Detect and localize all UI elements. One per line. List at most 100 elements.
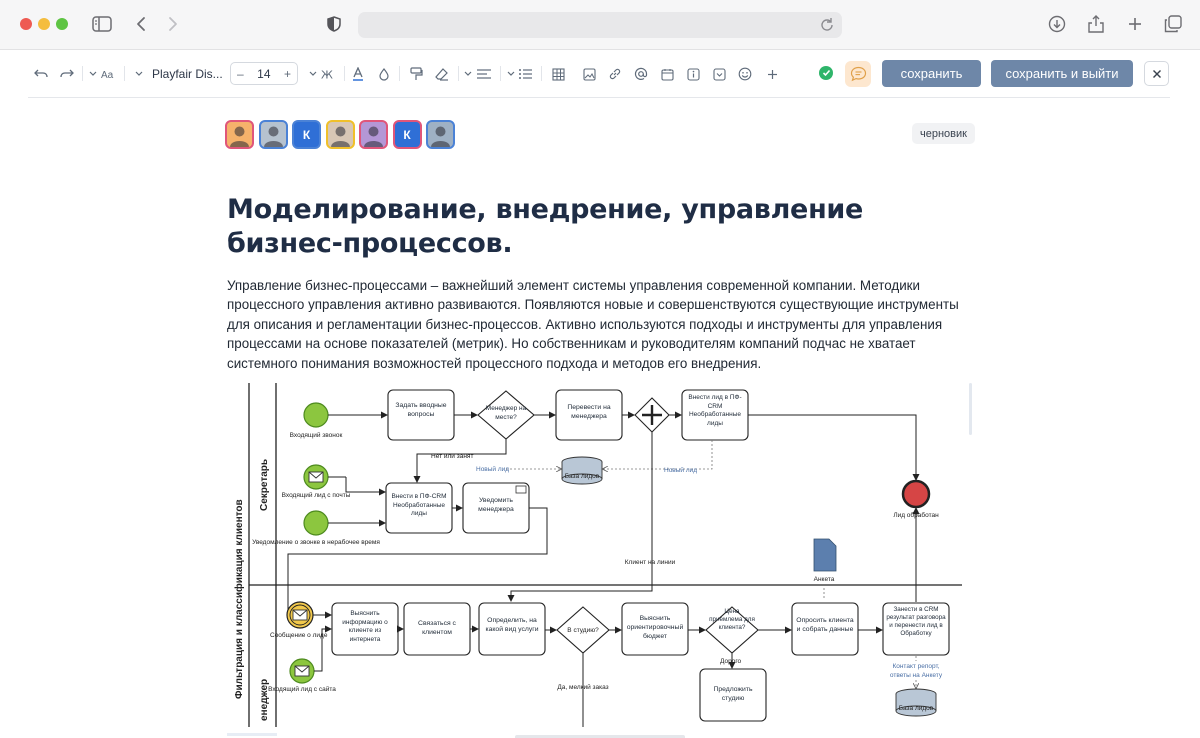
task-text: Внести лид в ПФ-CRM Необработанные лиды xyxy=(688,394,742,427)
gateway-text: Цена приемлема для клиента? xyxy=(709,608,755,631)
task-text: Занести в CRM результат разговора и пере… xyxy=(886,606,946,637)
task-offer-studio xyxy=(699,668,767,722)
browser-chrome xyxy=(0,0,1200,50)
sync-status-check-icon xyxy=(819,66,833,80)
task-define-service xyxy=(478,602,546,656)
envelope-icon xyxy=(308,471,324,483)
highlight-icon[interactable] xyxy=(377,64,391,84)
questionnaire-document-icon xyxy=(813,538,837,572)
text-style-dropdown[interactable]: Aa xyxy=(88,64,118,84)
bottom-panel-tab[interactable] xyxy=(515,735,685,738)
task-record-crm xyxy=(882,602,950,656)
task-text: Уведомить менеджера xyxy=(478,497,514,513)
undo-icon[interactable] xyxy=(33,64,49,84)
align-dropdown[interactable] xyxy=(463,64,493,84)
toolbar-divider xyxy=(28,97,1170,98)
flow-label-expensive: Дорого xyxy=(720,658,742,665)
font-size-value[interactable]: 14 xyxy=(257,66,271,81)
insert-plus-icon[interactable] xyxy=(764,64,780,84)
event-label-after-hours: Уведомление о звонке в нерабочее время xyxy=(252,538,380,546)
avatar[interactable] xyxy=(225,120,254,149)
emoji-icon[interactable] xyxy=(737,64,753,84)
event-label-email: Входящий лид с почты xyxy=(282,491,351,499)
task-text: Внести в ПФ-CRM Необработанные лиды xyxy=(391,493,447,517)
reload-icon[interactable] xyxy=(820,17,836,33)
dropdown-block-icon[interactable] xyxy=(711,64,727,84)
envelope-icon xyxy=(515,485,527,494)
font-family-select[interactable]: Playfair Dis... xyxy=(152,67,223,81)
gateway-text: В студию? xyxy=(567,627,599,634)
envelope-icon xyxy=(294,665,310,677)
info-block-icon[interactable] xyxy=(685,64,701,84)
calendar-icon[interactable] xyxy=(659,64,675,84)
tabs-overview-icon[interactable] xyxy=(1162,13,1184,35)
svg-text:Aa: Aa xyxy=(101,70,114,80)
toolbar-separator xyxy=(500,66,501,81)
format-painter-icon[interactable] xyxy=(408,64,424,84)
chevron-down-icon[interactable] xyxy=(134,64,144,84)
clear-format-icon[interactable] xyxy=(434,64,450,84)
event-label-lead-message: Сообщение о лиде xyxy=(270,631,328,639)
font-size-stepper[interactable]: – 14 + xyxy=(230,62,298,85)
flow-label-contact-report-line1: Контакт репорт, xyxy=(892,663,939,670)
back-icon[interactable] xyxy=(130,13,152,35)
flow-label-no-busy: Нет или занят xyxy=(431,453,473,460)
flow-label-new-lead-1: Новый лид xyxy=(476,465,509,473)
db-label: База лидов xyxy=(565,473,600,480)
toolbar-separator xyxy=(399,66,400,81)
status-badge: черновик xyxy=(912,123,975,144)
task-text: Предложить студию xyxy=(713,686,753,702)
close-icon xyxy=(1152,69,1161,78)
close-editor-button[interactable] xyxy=(1144,61,1169,86)
flow-label-client-on-line: Клиент на линии xyxy=(625,559,676,566)
bpmn-diagram-image[interactable]: Фильтрация и классификация клиентов Секр… xyxy=(226,381,970,727)
image-icon[interactable] xyxy=(581,64,597,84)
save-and-exit-button[interactable]: сохранить и выйти xyxy=(991,60,1133,87)
text-color-icon[interactable] xyxy=(351,64,365,84)
downloads-icon[interactable] xyxy=(1046,13,1068,35)
address-bar[interactable] xyxy=(358,12,842,38)
maximize-window-button[interactable] xyxy=(56,18,68,30)
mention-icon[interactable] xyxy=(633,64,649,84)
toolbar-separator xyxy=(124,66,125,81)
lane-label-manager: енеджер xyxy=(259,679,270,721)
avatar[interactable] xyxy=(325,120,355,149)
increase-font-icon[interactable]: + xyxy=(283,66,291,81)
db-label: База лидов xyxy=(899,705,934,712)
new-tab-icon[interactable] xyxy=(1124,13,1146,35)
forward-icon[interactable] xyxy=(162,13,184,35)
event-label-site-lead: Входящий лид с сайта xyxy=(268,685,336,693)
task-text: Выяснить ориентировочный бюджет xyxy=(626,615,684,640)
save-button[interactable]: сохранить xyxy=(882,60,981,87)
list-dropdown[interactable] xyxy=(506,64,534,84)
share-icon[interactable] xyxy=(1085,13,1107,35)
avatar[interactable]: К xyxy=(392,120,422,149)
start-event-call xyxy=(303,402,329,428)
page-title: Моделирование, внедрение, управление биз… xyxy=(227,194,864,259)
toolbar-separator xyxy=(541,66,542,81)
decrease-font-icon[interactable]: – xyxy=(237,66,244,81)
avatar[interactable] xyxy=(426,120,455,149)
privacy-shield-icon[interactable] xyxy=(323,13,345,35)
pool-label: Фильтрация и классификация клиентов xyxy=(233,499,245,699)
scrollbar[interactable] xyxy=(969,383,972,435)
flow-label-new-lead-2: Новый лид xyxy=(664,466,697,474)
sidebar-toggle-icon[interactable] xyxy=(91,13,113,35)
close-window-button[interactable] xyxy=(20,18,32,30)
avatar[interactable] xyxy=(359,120,388,149)
task-text: Опросить клиента и собрать данные xyxy=(796,617,854,633)
task-text: Задать вводные вопросы xyxy=(395,402,447,418)
svg-text:Ж: Ж xyxy=(321,69,333,81)
envelope-icon xyxy=(292,609,308,621)
chat-icon xyxy=(850,66,866,82)
table-icon[interactable] xyxy=(550,64,566,84)
minimize-window-button[interactable] xyxy=(38,18,50,30)
avatar[interactable]: К xyxy=(292,120,321,149)
bold-dropdown[interactable]: Ж xyxy=(308,64,336,84)
avatar[interactable] xyxy=(258,120,288,149)
doc-label-questionnaire: Анкета xyxy=(814,576,835,583)
redo-icon[interactable] xyxy=(59,64,75,84)
link-icon[interactable] xyxy=(607,64,623,84)
comments-button[interactable] xyxy=(845,61,871,87)
